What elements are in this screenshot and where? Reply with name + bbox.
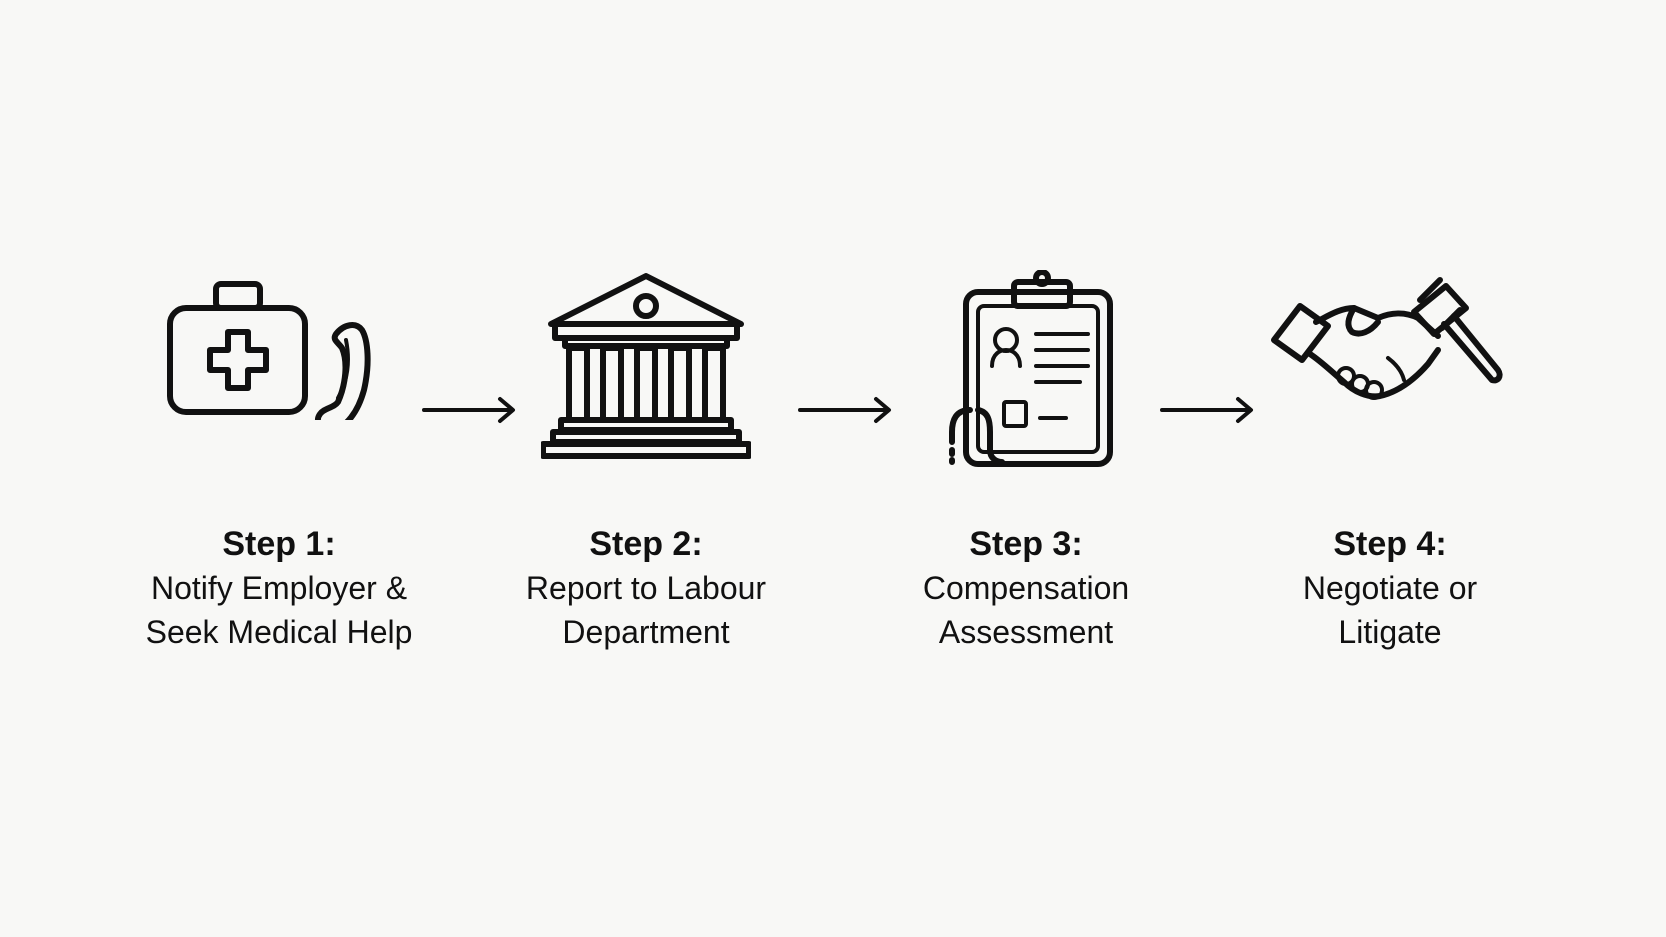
step-2-label: Step 2: Report to Labour Department xyxy=(466,522,826,654)
step-1-title: Step 1: xyxy=(222,525,336,563)
arrow-right-icon xyxy=(422,397,515,423)
step-2-line-2: Department xyxy=(562,614,730,650)
first-aid-kit-phone-icon xyxy=(167,281,371,420)
step-2-title: Step 2: xyxy=(589,525,703,563)
step-1-label: Step 1: Notify Employer & Seek Medical H… xyxy=(99,522,459,654)
step-3-line-1: Compensation xyxy=(922,570,1130,606)
step-1-line-2: Seek Medical Help xyxy=(145,614,413,650)
step-2-line-1: Report to Labour xyxy=(525,570,767,606)
arrow-right-icon xyxy=(798,397,891,423)
government-building-icon xyxy=(541,273,751,459)
step-3-title: Step 3: xyxy=(969,525,1083,563)
step-3-label: Step 3: Compensation Assessment xyxy=(846,522,1206,654)
handshake-gavel-icon xyxy=(1271,277,1503,400)
step-1-line-1: Notify Employer & xyxy=(150,570,408,606)
step-4-label: Step 4: Negotiate or Litigate xyxy=(1210,522,1570,654)
step-4-title: Step 4: xyxy=(1333,525,1447,563)
step-4-line-2: Litigate xyxy=(1338,614,1442,650)
step-3-line-2: Assessment xyxy=(938,614,1114,650)
medical-clipboard-stethoscope-icon xyxy=(949,270,1113,467)
step-4-line-1: Negotiate or xyxy=(1302,570,1478,606)
arrow-right-icon xyxy=(1160,397,1253,423)
